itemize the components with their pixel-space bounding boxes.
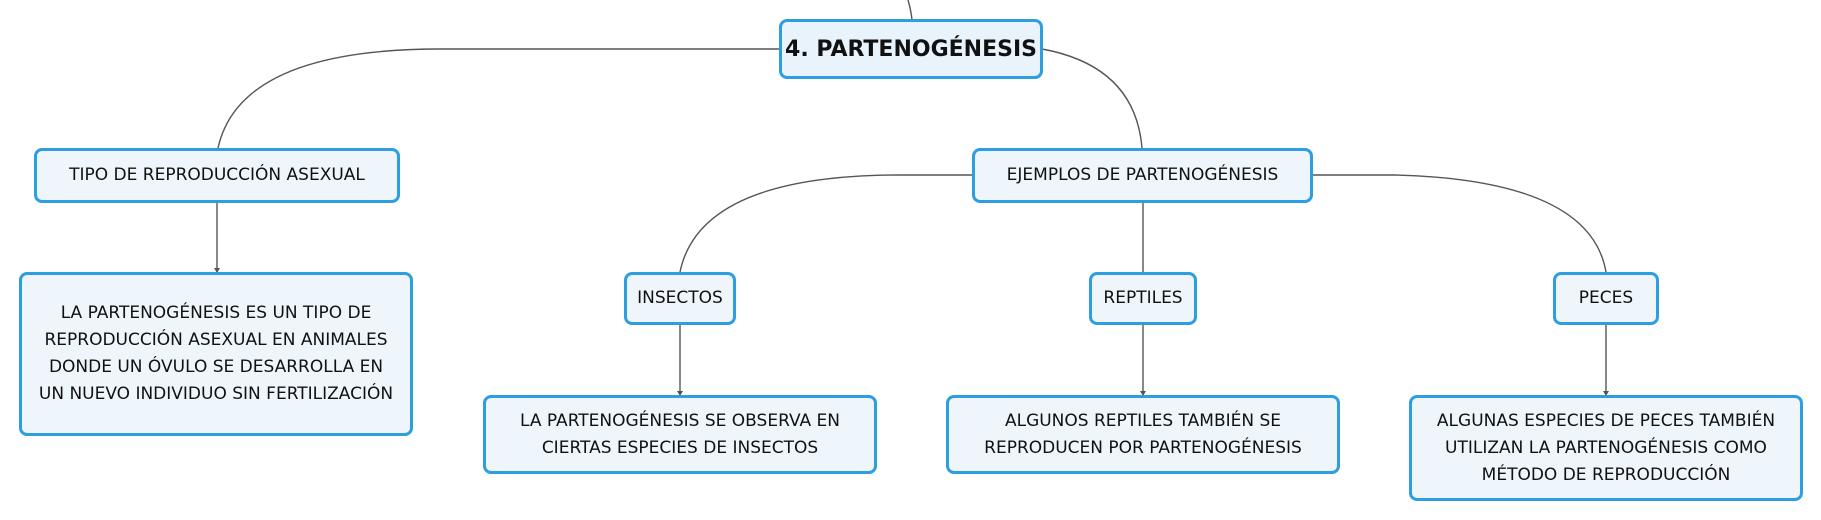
root-label: 4. PARTENOGÉNESIS — [785, 36, 1037, 62]
node-peces-label: PECES — [1578, 288, 1634, 308]
arrowhead-reptiles-detail — [1140, 391, 1146, 396]
arrowhead-tipo-detail — [214, 268, 220, 273]
node-insectos-detail[interactable]: LA PARTENOGÉNESIS SE OBSERVA EN CIERTAS … — [483, 395, 877, 474]
node-insectos[interactable]: INSECTOS — [624, 272, 736, 325]
node-insectos-detail-text: LA PARTENOGÉNESIS SE OBSERVA EN CIERTAS … — [520, 410, 840, 458]
node-tipo-detail-text: LA PARTENOGÉNESIS ES UN TIPO DE REPRODUC… — [38, 303, 394, 404]
node-ejemplos[interactable]: EJEMPLOS DE PARTENOGÉNESIS — [972, 148, 1313, 203]
node-tipo-label: TIPO DE REPRODUCCIÓN ASEXUAL — [69, 165, 365, 185]
root-node[interactable]: 4. PARTENOGÉNESIS — [779, 19, 1043, 79]
node-insectos-label: INSECTOS — [637, 288, 723, 308]
connector-parent-to-root — [907, 0, 913, 21]
node-reptiles-label: REPTILES — [1103, 288, 1183, 308]
arrowhead-insectos-detail — [677, 391, 683, 396]
node-peces-detail-text: ALGUNAS ESPECIES DE PECES TAMBIÉN UTILIZ… — [1436, 410, 1776, 485]
node-peces[interactable]: PECES — [1553, 272, 1659, 325]
arrowhead-peces-detail — [1603, 391, 1609, 396]
node-ejemplos-label: EJEMPLOS DE PARTENOGÉNESIS — [1006, 165, 1279, 185]
node-reptiles[interactable]: REPTILES — [1089, 272, 1197, 325]
connector-root-to-ejemplos — [1041, 48, 1143, 149]
connector-ejemplos-to-peces — [1312, 174, 1607, 273]
node-tipo-reproduccion[interactable]: TIPO DE REPRODUCCIÓN ASEXUAL — [34, 148, 400, 203]
node-reptiles-detail[interactable]: ALGUNOS REPTILES TAMBIÉN SE REPRODUCEN P… — [946, 395, 1340, 474]
node-tipo-detail[interactable]: LA PARTENOGÉNESIS ES UN TIPO DE REPRODUC… — [19, 272, 413, 436]
node-reptiles-detail-text: ALGUNOS REPTILES TAMBIÉN SE REPRODUCEN P… — [984, 410, 1302, 458]
connector-root-to-tipo — [217, 48, 780, 149]
connector-ejemplos-to-insectos — [679, 174, 973, 273]
node-peces-detail[interactable]: ALGUNAS ESPECIES DE PECES TAMBIÉN UTILIZ… — [1409, 395, 1803, 501]
